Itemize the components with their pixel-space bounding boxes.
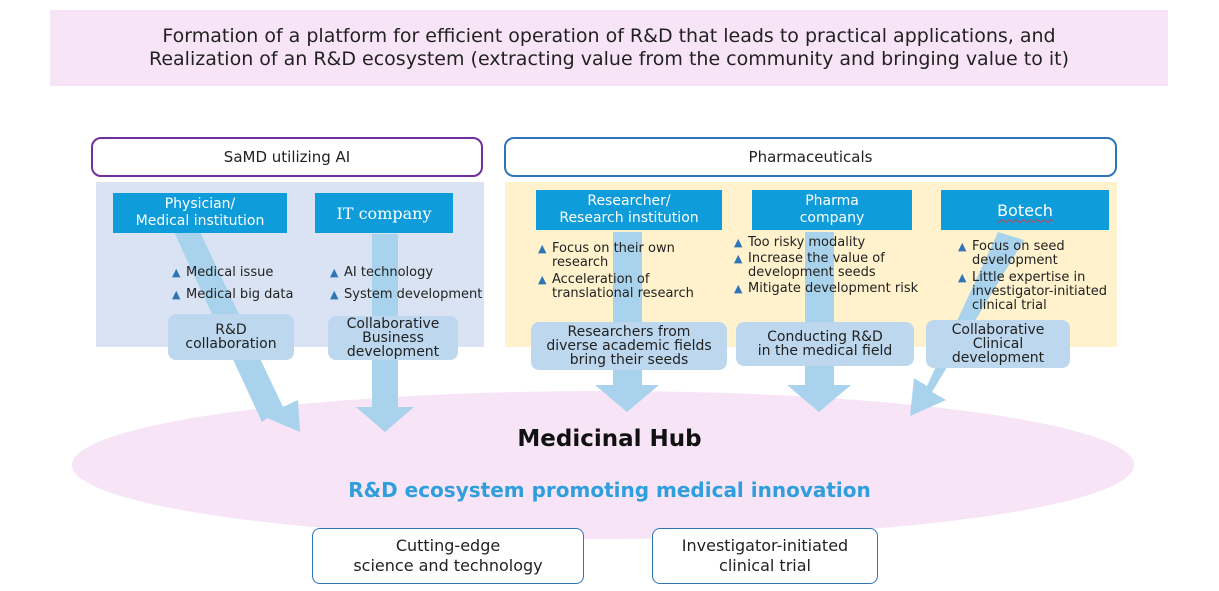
list-item: ▲ Mitigate development risk	[734, 281, 919, 296]
samd-category-label: SaMD utilizing AI	[223, 148, 351, 166]
triangle-bullet-icon: ▲	[330, 288, 339, 301]
hub-title: Medicinal Hub	[517, 426, 702, 452]
triangle-bullet-icon: ▲	[330, 266, 339, 279]
actor-physician-box: Physician/ Medical institution	[113, 193, 287, 233]
investigator-trial-box: Investigator-initiated clinical trial	[652, 528, 878, 584]
list-item: ▲System development	[330, 284, 482, 306]
triangle-bullet-icon: ▲	[734, 236, 743, 249]
triangle-bullet-icon: ▲	[958, 271, 967, 284]
triangle-bullet-icon: ▲	[538, 242, 547, 255]
triangle-bullet-icon: ▲	[172, 288, 181, 301]
top-banner: Formation of a platform for efficient op…	[50, 10, 1168, 86]
actor-physician-line-2: Medical institution	[135, 213, 265, 229]
researchers-seeds-pill: Researchers from diverse academic fields…	[531, 322, 727, 370]
physician-bullet-list: ▲Medical issue ▲Medical big data	[172, 262, 293, 306]
actor-pharma-line-2: company	[799, 210, 865, 226]
collaborative-business-pill: Collaborative Business development	[328, 316, 458, 360]
triangle-bullet-icon: ▲	[172, 266, 181, 279]
actor-pharma-line-1: Pharma	[805, 193, 859, 209]
actor-pharma-company-box: Pharma company	[752, 190, 912, 230]
list-item: ▲Medical big data	[172, 284, 293, 306]
pharmaceuticals-category-box: Pharmaceuticals	[504, 137, 1117, 177]
triangle-bullet-icon: ▲	[734, 252, 743, 265]
it-bullet-list: ▲AI technology ▲System development	[330, 262, 482, 306]
list-item: ▲Medical issue	[172, 262, 293, 284]
banner-line-2: Realization of an R&D ecosystem (extract…	[148, 48, 1070, 70]
list-item: ▲ Too risky modality	[734, 235, 866, 250]
actor-researcher-line-2: Research institution	[559, 210, 699, 226]
actor-botech-label: Botech	[997, 200, 1053, 220]
actor-researcher-box: Researcher/ Research institution	[536, 190, 722, 230]
triangle-bullet-icon: ▲	[958, 240, 967, 253]
conducting-rnd-pill: Conducting R&D in the medical field	[736, 322, 914, 366]
banner-line-1: Formation of a platform for efficient op…	[162, 25, 1056, 47]
actor-it-company-box: IT company	[315, 193, 453, 233]
hub-subtitle: R&D ecosystem promoting medical innovati…	[348, 478, 871, 502]
actor-physician-line-1: Physician/	[164, 196, 236, 212]
medicinal-hub-ellipse	[72, 391, 1134, 539]
rnd-collaboration-pill: R&D collaboration	[168, 314, 294, 360]
samd-category-box: SaMD utilizing AI	[91, 137, 483, 177]
actor-botech-box: Botech	[941, 190, 1109, 230]
actor-it-company-label: IT company	[336, 203, 432, 223]
list-item: ▲AI technology	[330, 262, 482, 284]
cutting-edge-box: Cutting-edge science and technology	[312, 528, 584, 584]
pharma-bullet-list: ▲ Too risky modality ▲ Increase the valu…	[734, 236, 918, 296]
actor-researcher-line-1: Researcher/	[587, 193, 671, 209]
pharmaceuticals-category-label: Pharmaceuticals	[748, 148, 873, 166]
collaborative-clinical-pill: Collaborative Clinical development	[926, 320, 1070, 368]
triangle-bullet-icon: ▲	[734, 282, 743, 295]
triangle-bullet-icon: ▲	[538, 273, 547, 286]
